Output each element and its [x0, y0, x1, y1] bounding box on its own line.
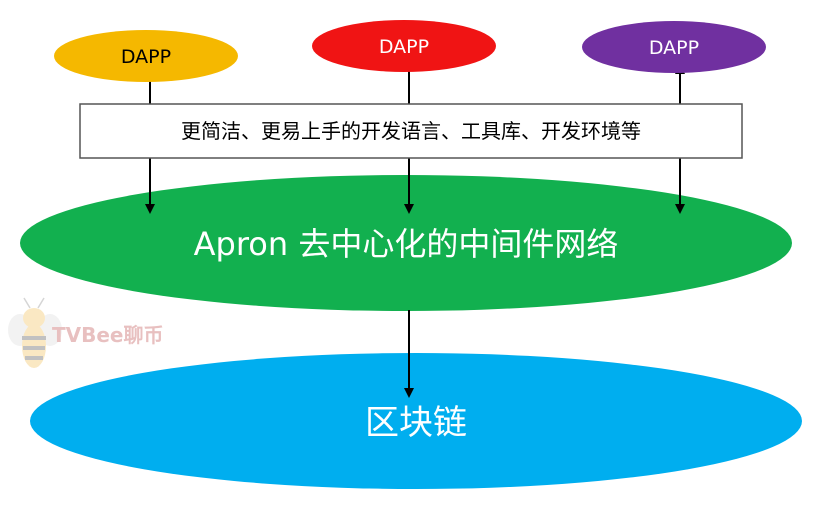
apron-layer: Apron 去中心化的中间件网络 — [20, 175, 792, 311]
tooling-box-label: 更简洁、更易上手的开发语言、工具库、开发环境等 — [181, 119, 641, 143]
tooling-box: 更简洁、更易上手的开发语言、工具库、开发环境等 — [79, 103, 743, 159]
tooling-box-rect — [79, 103, 743, 159]
dapp-node-left: DAPP — [54, 30, 238, 82]
bee-icon — [8, 297, 62, 368]
dapp-label-right: DAPP — [649, 37, 699, 59]
dapp-node-middle: DAPP — [312, 20, 496, 72]
dapp-ellipse-left — [54, 30, 238, 82]
dapp-node-right: DAPP — [582, 21, 766, 73]
dapp-label-left: DAPP — [121, 46, 171, 68]
blockchain-ellipse — [30, 353, 802, 489]
watermark-label: TVBee聊币 — [52, 323, 164, 347]
apron-label: Apron 去中心化的中间件网络 — [194, 225, 619, 263]
dapp-ellipse-middle — [312, 20, 496, 72]
dapp-ellipse-right — [582, 21, 766, 73]
blockchain-label: 区块链 — [365, 403, 467, 443]
blockchain-layer: 区块链 — [30, 353, 802, 489]
apron-ellipse — [20, 175, 792, 311]
dapp-label-middle: DAPP — [379, 36, 429, 58]
watermark: TVBee聊币 — [8, 297, 164, 368]
